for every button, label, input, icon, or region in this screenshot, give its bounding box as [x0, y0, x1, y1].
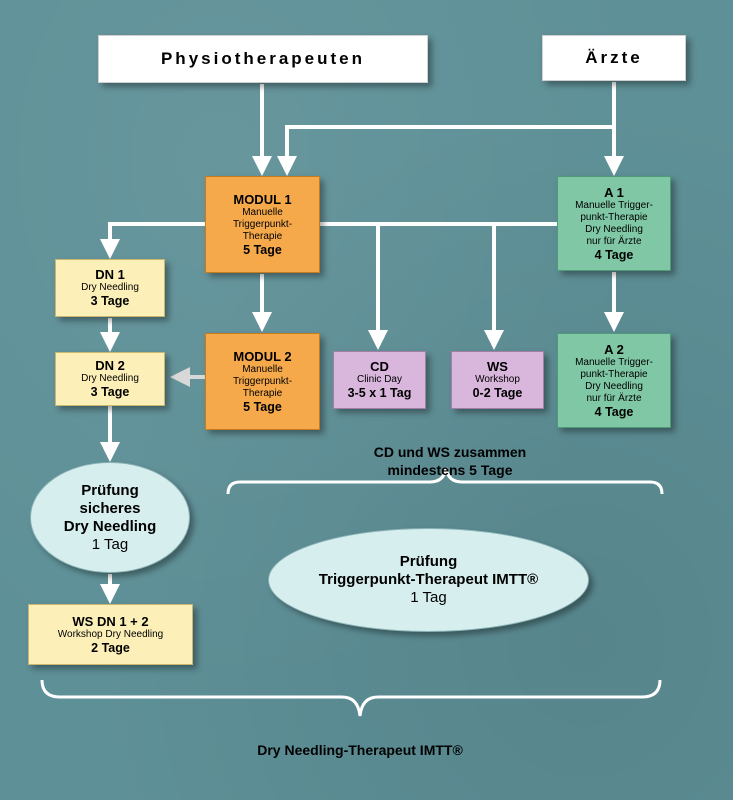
- cd-title: CD: [370, 359, 389, 374]
- a1-box: A 1 Manuelle Trigger- punkt-Therapie Dry…: [557, 176, 671, 271]
- cd-duration: 3-5 x 1 Tag: [347, 386, 412, 400]
- brace-cd-ws: [226, 467, 664, 495]
- exam-dn-line1: Prüfung: [81, 481, 139, 499]
- a2-line4: nur für Ärzte: [586, 392, 642, 404]
- exam-tp-duration: 1 Tag: [410, 589, 447, 606]
- ws-duration: 0-2 Tage: [472, 386, 523, 400]
- modul1-line2: Triggerpunkt-: [232, 218, 293, 230]
- header-aerzte-label: Ärzte: [585, 48, 643, 67]
- a2-line2: punkt-Therapie: [580, 368, 648, 380]
- a1-line1: Manuelle Trigger-: [575, 199, 653, 211]
- a2-title: A 2: [604, 341, 624, 357]
- arrow-aerzte-modul1: [277, 125, 614, 176]
- exam-tp-line2: Triggerpunkt-Therapeut IMTT®: [318, 571, 539, 588]
- ws-dn-title: WS DN 1 + 2: [72, 613, 149, 629]
- modul1-line3: Therapie: [242, 230, 283, 242]
- exam-dry-needling: Prüfung sicheres Dry Needling 1 Tag: [30, 462, 190, 573]
- ws-title: WS: [487, 359, 508, 374]
- ws-dn-box: WS DN 1 + 2 Workshop Dry Needling 2 Tage: [28, 604, 193, 665]
- exam-dn-duration: 1 Tag: [91, 535, 129, 553]
- dn2-subtitle: Dry Needling: [81, 373, 139, 384]
- a2-line1: Manuelle Trigger-: [575, 356, 653, 368]
- a1-line2: punkt-Therapie: [580, 211, 648, 223]
- note-cd-ws-line2: mindestens 5 Tage: [387, 462, 513, 478]
- modul2-duration: 5 Tage: [243, 399, 282, 414]
- header-physiotherapeuten-label: Physiotherapeuten: [160, 49, 366, 68]
- a2-box: A 2 Manuelle Trigger- punkt-Therapie Dry…: [557, 333, 671, 428]
- exam-dn-line3: Dry Needling: [63, 517, 157, 535]
- a1-line4: nur für Ärzte: [586, 235, 642, 247]
- ws-box: WS Workshop 0-2 Tage: [451, 351, 544, 409]
- footer-title: Dry Needling-Therapeut IMTT®: [150, 741, 570, 759]
- exam-triggerpunkt: Prüfung Triggerpunkt-Therapeut IMTT® 1 T…: [268, 528, 589, 632]
- modul2-line2: Triggerpunkt-: [232, 375, 293, 387]
- cd-subtitle: Clinic Day: [356, 374, 402, 385]
- modul1-box: MODUL 1 Manuelle Triggerpunkt- Therapie …: [205, 176, 320, 273]
- dn2-duration: 3 Tage: [90, 385, 130, 399]
- modul2-title: MODUL 2: [233, 348, 292, 364]
- a1-duration: 4 Tage: [594, 247, 634, 262]
- modul2-box: MODUL 2 Manuelle Triggerpunkt- Therapie …: [205, 333, 320, 430]
- modul1-title: MODUL 1: [233, 191, 292, 207]
- exam-dn-line2: sicheres: [79, 499, 141, 517]
- ws-dn-subtitle: Workshop Dry Needling: [57, 628, 164, 640]
- modul2-line1: Manuelle: [242, 363, 283, 375]
- arrow-modul1-dn1: [100, 222, 205, 259]
- brace-dn-therapeut: [40, 679, 662, 717]
- ws-dn-duration: 2 Tage: [91, 640, 130, 655]
- exam-tp-line1: Prüfung: [399, 553, 458, 570]
- cd-box: CD Clinic Day 3-5 x 1 Tag: [333, 351, 426, 409]
- header-aerzte: Ärzte: [542, 35, 686, 81]
- modul1-duration: 5 Tage: [243, 242, 282, 257]
- dn1-title: DN 1: [95, 267, 125, 282]
- note-cd-ws: CD und WS zusammen mindestens 5 Tage: [300, 443, 600, 479]
- ws-subtitle: Workshop: [475, 374, 520, 385]
- dn1-subtitle: Dry Needling: [81, 282, 139, 293]
- dn2-box: DN 2 Dry Needling 3 Tage: [55, 352, 165, 406]
- footer-title-label: Dry Needling-Therapeut IMTT®: [257, 742, 463, 758]
- dn1-box: DN 1 Dry Needling 3 Tage: [55, 259, 165, 317]
- a2-line3: Dry Needling: [585, 380, 643, 392]
- modul1-line1: Manuelle: [242, 206, 283, 218]
- modul2-line3: Therapie: [242, 387, 283, 399]
- header-physiotherapeuten: Physiotherapeuten: [98, 35, 428, 83]
- dn1-duration: 3 Tage: [90, 294, 130, 308]
- note-cd-ws-line1: CD und WS zusammen: [373, 444, 527, 460]
- a2-duration: 4 Tage: [594, 404, 634, 419]
- a1-title: A 1: [604, 184, 624, 200]
- a1-line3: Dry Needling: [585, 223, 643, 235]
- dn2-title: DN 2: [95, 358, 125, 373]
